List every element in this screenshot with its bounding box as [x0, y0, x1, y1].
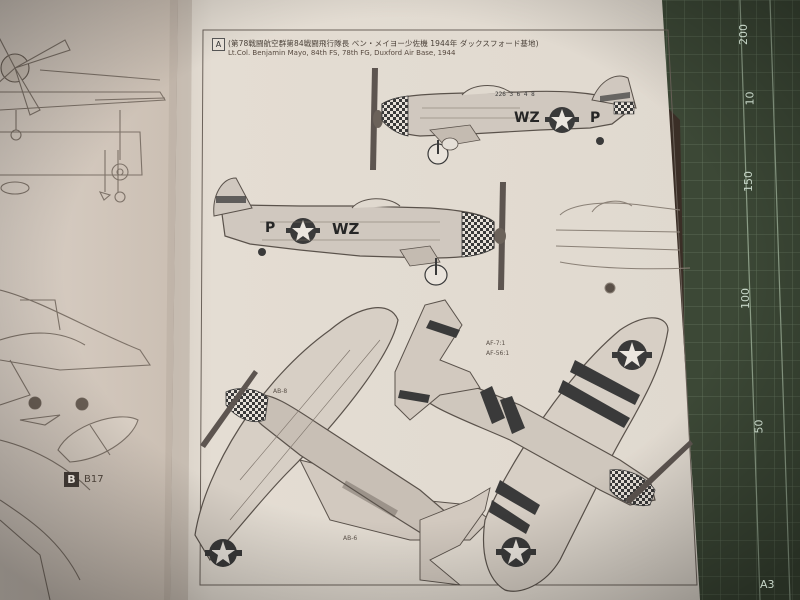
marking-label-a: A [212, 38, 225, 51]
ruler-mark-10: 10 [743, 91, 757, 106]
decal-callout-3: AB-8 [273, 388, 288, 395]
ruler-mark-100: 100 [739, 288, 752, 309]
decal-callout-2: AF-56:1 [486, 350, 510, 357]
code-letter-top-right: P [590, 110, 601, 126]
tail-serial-number: 226 3 6 4 8 [495, 91, 535, 98]
marking-title-english: Lt.Col. Benjamin Mayo, 84th FS, 78th FG,… [228, 49, 456, 57]
code-letters-middle-right: WZ [332, 220, 360, 238]
part-number: B17 [84, 474, 104, 485]
code-letters-top-left: WZ [514, 110, 540, 126]
ruler-mark-150: 150 [742, 171, 755, 192]
code-letter-middle-left: P [265, 220, 276, 236]
decal-callout-4: AB-6 [343, 535, 358, 542]
part-label-b: B [64, 472, 79, 487]
ruler-mark-a3: A3 [760, 578, 775, 591]
decal-callout-1: AF-7:1 [486, 340, 506, 347]
ruler-mark-50: 50 [752, 419, 766, 434]
marking-title-japanese: (第78戦闘航空群第84戦闘飛行隊長 ベン・メイヨー少佐機 1944年 ダックス… [228, 39, 539, 48]
ruler-mark-200: 200 [737, 24, 750, 45]
